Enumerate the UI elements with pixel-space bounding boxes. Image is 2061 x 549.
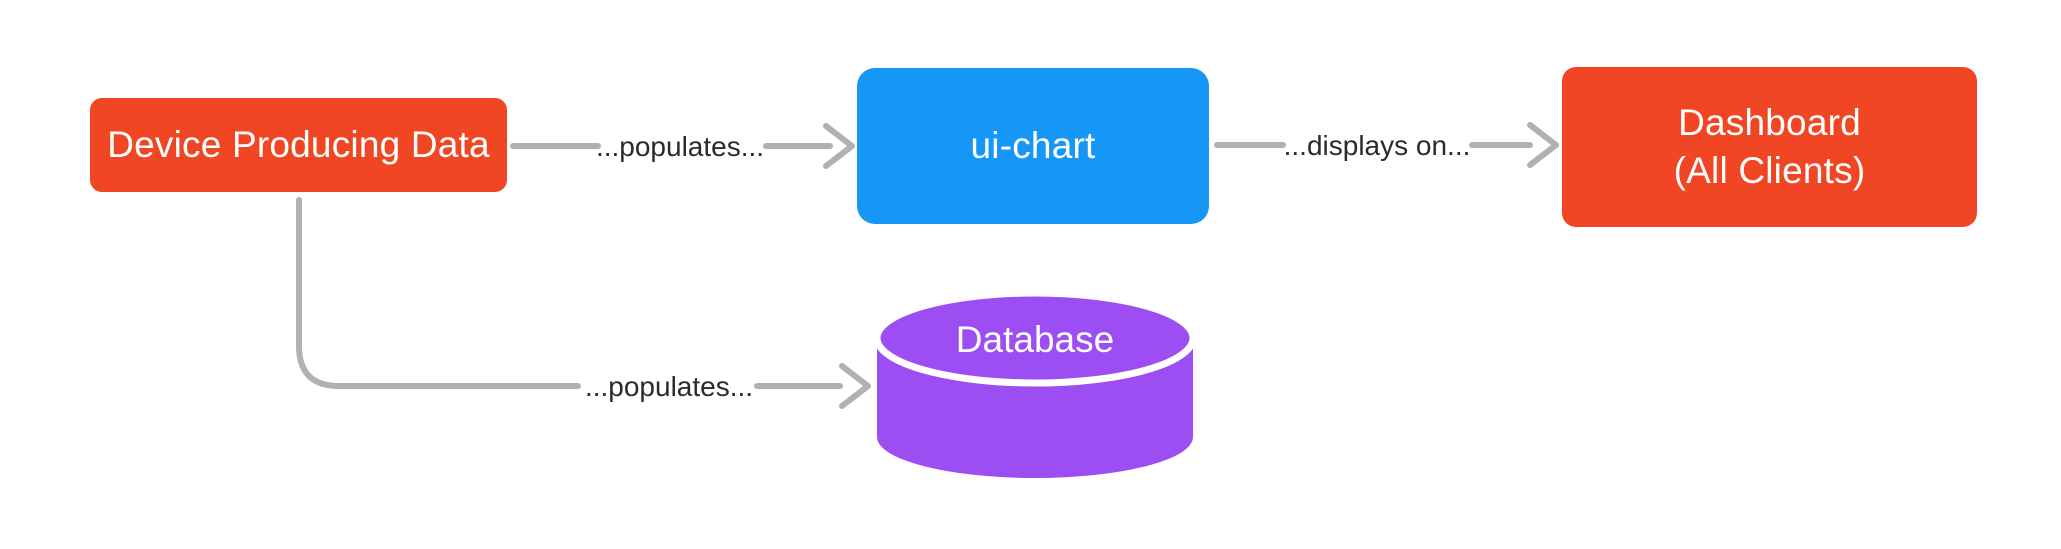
edge-label-displays-on: ...displays on... xyxy=(1283,130,1471,161)
arrowhead-icon xyxy=(839,363,871,409)
node-device: Device Producing Data xyxy=(90,98,507,192)
edge-device-to-database xyxy=(296,197,871,409)
node-database-cylinder xyxy=(873,289,1197,478)
node-database-label: Database xyxy=(955,319,1115,360)
node-ui-chart-label: ui-chart xyxy=(970,125,1096,166)
arrowhead-icon xyxy=(1527,122,1559,168)
edge-device-to-uichart xyxy=(510,123,855,169)
node-dashboard: Dashboard (All Clients) xyxy=(1562,67,1977,227)
edge-elbow-line xyxy=(296,197,581,389)
node-dashboard-label-line2: (All Clients) xyxy=(1673,150,1866,191)
node-ui-chart: ui-chart xyxy=(857,68,1209,224)
node-dashboard-label-line1: Dashboard xyxy=(1678,102,1861,143)
edge-label-populates-top: ...populates... xyxy=(595,131,765,162)
cylinder-top xyxy=(873,289,1197,387)
node-device-label: Device Producing Data xyxy=(107,124,490,165)
arrowhead-icon xyxy=(823,123,855,169)
edge-label-populates-bottom: ...populates... xyxy=(584,371,754,402)
edge-uichart-to-dashboard xyxy=(1214,122,1559,168)
